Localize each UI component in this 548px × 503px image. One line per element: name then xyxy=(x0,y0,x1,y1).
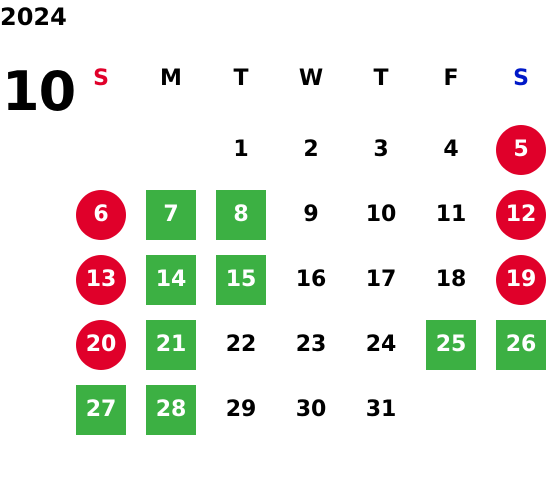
day-cell[interactable]: 26 xyxy=(496,320,546,370)
day-cell[interactable]: 16 xyxy=(295,267,327,292)
day-cell[interactable]: 9 xyxy=(303,202,319,227)
day-cell xyxy=(76,125,126,175)
year-label: 2024 xyxy=(0,3,67,31)
weekday-wednesday: W xyxy=(298,66,324,91)
day-cell[interactable]: 25 xyxy=(426,320,476,370)
day-cell[interactable]: 24 xyxy=(365,332,397,357)
day-cell[interactable]: 1 xyxy=(233,137,249,162)
day-cell[interactable]: 7 xyxy=(146,190,196,240)
day-cell[interactable]: 18 xyxy=(435,267,467,292)
day-cell xyxy=(426,385,476,435)
weekday-tuesday: T xyxy=(233,66,249,91)
day-cell[interactable]: 4 xyxy=(443,137,459,162)
day-cell[interactable]: 23 xyxy=(295,332,327,357)
weekday-monday: M xyxy=(160,66,182,91)
day-cell[interactable]: 13 xyxy=(76,255,126,305)
day-cell[interactable]: 28 xyxy=(146,385,196,435)
day-cell[interactable]: 3 xyxy=(373,137,389,162)
weekday-friday: F xyxy=(443,66,459,91)
day-cell[interactable]: 30 xyxy=(295,397,327,422)
day-cell[interactable]: 2 xyxy=(303,137,319,162)
day-cell[interactable]: 21 xyxy=(146,320,196,370)
day-cell[interactable]: 31 xyxy=(365,397,397,422)
day-cell[interactable]: 29 xyxy=(225,397,257,422)
day-cell[interactable]: 27 xyxy=(76,385,126,435)
day-cell xyxy=(496,385,546,435)
day-cell[interactable]: 22 xyxy=(225,332,257,357)
day-cell[interactable]: 19 xyxy=(496,255,546,305)
day-cell[interactable]: 5 xyxy=(496,125,546,175)
weekday-thursday: T xyxy=(373,66,389,91)
day-cell[interactable]: 14 xyxy=(146,255,196,305)
day-cell[interactable]: 6 xyxy=(76,190,126,240)
day-cell[interactable]: 20 xyxy=(76,320,126,370)
day-cell[interactable]: 10 xyxy=(365,202,397,227)
month-number: 10 xyxy=(2,60,76,123)
day-cell[interactable]: 12 xyxy=(496,190,546,240)
day-cell xyxy=(146,125,196,175)
day-cell[interactable]: 11 xyxy=(435,202,467,227)
day-cell[interactable]: 17 xyxy=(365,267,397,292)
day-cell[interactable]: 8 xyxy=(216,190,266,240)
weekday-saturday: S xyxy=(513,66,529,91)
weekday-sunday: S xyxy=(93,66,109,91)
day-cell[interactable]: 15 xyxy=(216,255,266,305)
